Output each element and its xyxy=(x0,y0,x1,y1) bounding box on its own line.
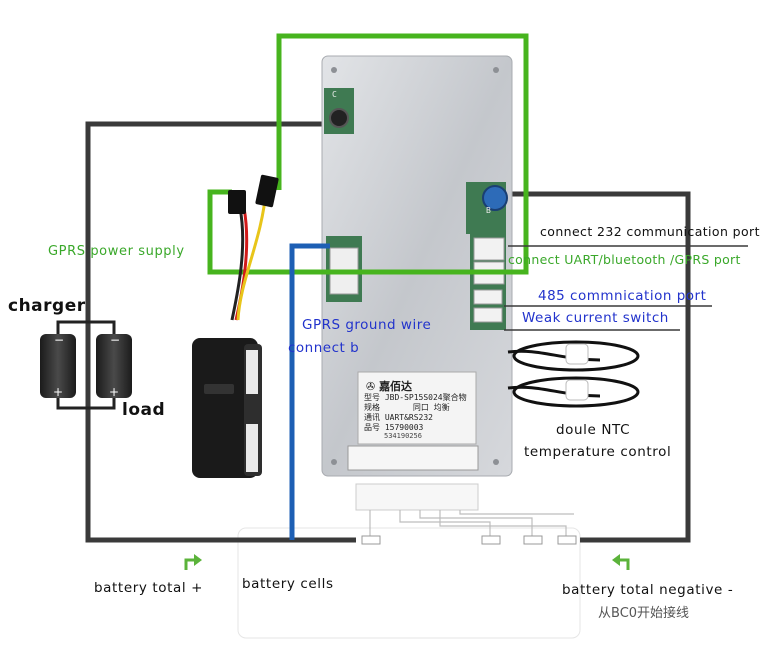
connector-switch xyxy=(473,307,503,323)
gprs-cable xyxy=(230,189,268,321)
item-value: 15790003 xyxy=(384,423,424,432)
gprs-module-window xyxy=(204,384,234,394)
spec-value: 同口 均衡 xyxy=(412,403,450,412)
mount-hole-icon xyxy=(493,459,499,465)
logo-mark-icon: ✇ xyxy=(366,380,376,393)
ntc-cable xyxy=(507,340,640,408)
bms-board xyxy=(321,55,513,477)
label-battery-total-plus: battery total + xyxy=(94,580,204,596)
label-load: load xyxy=(122,400,166,420)
mount-hole-icon xyxy=(331,459,337,465)
label-from-bc0: 从BC0开始接线 xyxy=(598,606,690,621)
board-serial: 534190256 xyxy=(384,432,422,440)
connector-232 xyxy=(473,237,505,261)
item-label: 品号 xyxy=(364,423,380,432)
arrow-up-left-icon xyxy=(612,554,620,566)
label-connect-uart: connect UART/bluetooth /GPRS port xyxy=(508,252,741,267)
label-battery-total-negative: battery total negative - xyxy=(562,582,734,598)
board-label-sticker xyxy=(357,371,477,445)
label-gprs-power-supply: GPRS power supply xyxy=(48,244,185,259)
port-c-label: C xyxy=(332,90,337,99)
balance-harness xyxy=(355,483,479,511)
charger-load-wire xyxy=(56,320,116,410)
gprs-module-sticker xyxy=(246,350,258,394)
logo-text: 嘉佰达 xyxy=(379,380,413,393)
cell-tab xyxy=(481,535,501,545)
board-model-line: 型号 JBD-SP15S024聚合物 xyxy=(364,392,467,403)
battery-total-plus-wire xyxy=(85,121,356,543)
label-connect-232: connect 232 communication port xyxy=(540,224,760,239)
battery-total-negative-wire xyxy=(510,191,691,543)
ntc-clip xyxy=(565,343,589,365)
battery-plus-sign: + xyxy=(53,385,63,399)
gprs-module-sticker xyxy=(246,424,258,472)
mount-hole-icon xyxy=(331,67,337,73)
connector-485 xyxy=(473,289,503,305)
balance-connector xyxy=(347,445,479,471)
battery-icon xyxy=(40,334,76,398)
label-485-port: 485 commnication port xyxy=(538,288,707,304)
comm-label: 通讯 xyxy=(364,413,380,422)
ntc-clip xyxy=(565,379,589,401)
port-b-terminal xyxy=(482,185,508,211)
board-item-line: 品号 15790003 xyxy=(364,422,423,433)
cell-tab xyxy=(523,535,543,545)
cell-tab xyxy=(557,535,577,545)
label-weak-current-switch: Weak current switch xyxy=(522,310,669,326)
spec-label: 规格 xyxy=(364,403,380,412)
battery-icon xyxy=(96,334,132,398)
board-comm-line: 通讯 UART&RS232 xyxy=(364,412,433,423)
battery-minus-sign: − xyxy=(110,333,120,347)
battery-minus-sign: − xyxy=(54,333,64,347)
board-spec-line: 规格 同口 均衡 xyxy=(364,402,450,413)
port-c-terminal xyxy=(329,108,349,128)
model-label: 型号 xyxy=(364,393,380,402)
comm-value: UART&RS232 xyxy=(384,413,433,422)
leader-lines xyxy=(504,245,748,331)
gprs-ground-wire xyxy=(289,243,330,540)
gprs-plug-icon xyxy=(228,190,246,214)
model-value: JBD-SP15S024聚合物 xyxy=(384,393,467,402)
gprs-plug-icon xyxy=(255,174,279,208)
label-temperature-control: temperature control xyxy=(524,444,672,460)
label-gprs-ground-wire: GPRS ground wire xyxy=(302,317,432,333)
label-battery-cells: battery cells xyxy=(242,576,334,592)
gprs-module xyxy=(192,338,258,478)
battery-cells-outline xyxy=(237,527,581,639)
arrow-up-right-icon xyxy=(194,554,202,566)
gprs-power-wire xyxy=(207,33,529,275)
label-connect-b: connect b xyxy=(288,340,360,356)
board-logo: ✇ 嘉佰达 xyxy=(366,378,412,394)
battery-plus-sign: + xyxy=(109,385,119,399)
mount-hole-icon xyxy=(493,67,499,73)
port-b-label: B xyxy=(486,206,491,215)
label-doule-ntc: doule NTC xyxy=(556,422,631,438)
label-charger: charger xyxy=(8,296,86,316)
balance-wires xyxy=(369,510,574,540)
cell-tab xyxy=(361,535,381,545)
